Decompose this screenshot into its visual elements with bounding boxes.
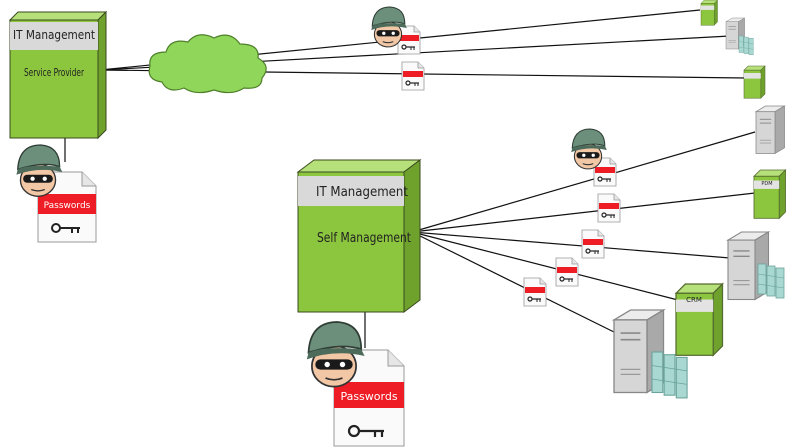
password-document-icon	[581, 229, 605, 259]
service-provider-box: IT Management Service Provider	[8, 10, 108, 140]
key-icon	[347, 424, 384, 438]
software-box-icon	[675, 283, 724, 357]
password-document-icon	[555, 257, 579, 287]
crm-tag: CRM	[686, 296, 702, 304]
provider-passwords-label: Passwords	[44, 201, 91, 211]
database-icon	[651, 351, 688, 399]
server-icon	[755, 105, 785, 154]
self-box-body: Self Management	[317, 231, 411, 246]
password-document-icon	[401, 61, 425, 91]
cloud-icon	[148, 34, 267, 94]
provider-box-body: Service Provider	[24, 66, 84, 79]
self-passwords-label: Passwords	[340, 390, 397, 403]
self-links	[411, 131, 756, 336]
software-box-icon	[753, 169, 787, 219]
key-icon	[51, 223, 80, 233]
software-box-icon	[700, 0, 718, 26]
database-icon	[757, 263, 785, 299]
software-box-icon	[743, 65, 766, 99]
provider-box-title: IT Management	[13, 28, 95, 42]
database-icon	[738, 35, 754, 55]
self-management-box: IT Management Self Management	[296, 159, 422, 313]
self-box-title: IT Management	[316, 185, 408, 200]
password-document-icon	[597, 193, 621, 223]
pdm-tag: PDM	[761, 181, 772, 187]
password-document-icon	[523, 277, 547, 307]
